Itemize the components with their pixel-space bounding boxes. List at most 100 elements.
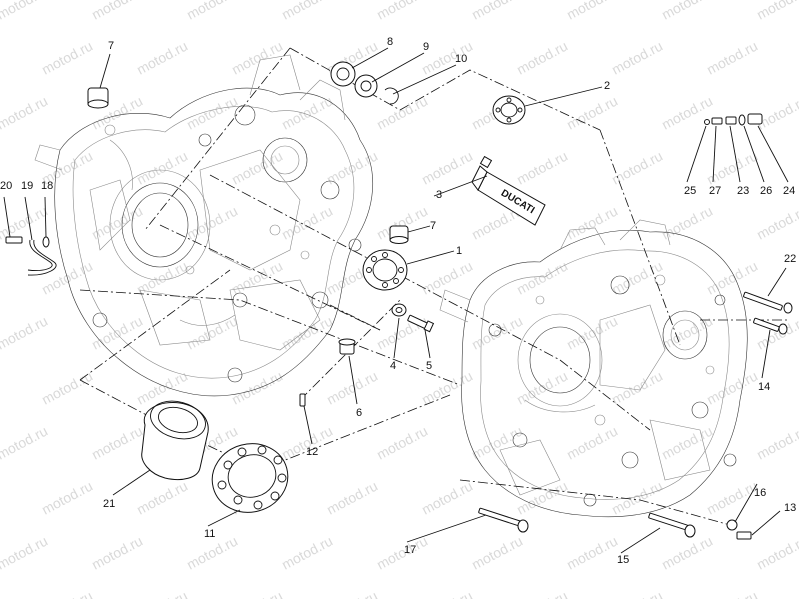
watermark-text: motod.ru	[564, 313, 620, 353]
watermark-text: motod.ru	[469, 423, 525, 463]
watermark-text: motod.ru	[324, 148, 380, 188]
left-crankcase-half	[34, 54, 374, 397]
bolt-17	[478, 507, 529, 533]
watermark-text: motod.ru	[609, 588, 665, 599]
leader-line	[393, 317, 400, 359]
watermark-text: motod.ru	[609, 148, 665, 188]
bushing-21	[141, 400, 209, 481]
leader-line	[620, 527, 661, 554]
watermark-text: motod.ru	[374, 533, 430, 573]
bearing-2	[492, 95, 526, 125]
leader-line	[112, 469, 151, 496]
leader-line	[99, 53, 111, 89]
watermark-text: motod.ru	[324, 478, 380, 518]
watermark-text: motod.ru	[564, 203, 620, 243]
callout-7a: 7	[108, 40, 114, 52]
watermark-text: motod.ru	[564, 0, 620, 23]
bearing-8	[330, 61, 356, 87]
watermark-text: motod.ru	[229, 38, 285, 78]
watermark-text: motod.ru	[39, 38, 95, 78]
watermark-text: motod.ru	[0, 533, 50, 573]
watermark-text: motod.ru	[374, 423, 430, 463]
watermark-text: motod.ru	[134, 258, 190, 298]
leader-line	[767, 267, 787, 297]
roller-bearing-11	[211, 443, 289, 513]
leader-line	[761, 329, 771, 379]
watermark-text: motod.ru	[514, 588, 570, 599]
watermark-text: motod.ru	[754, 423, 799, 463]
callout-12: 12	[306, 446, 318, 458]
watermark-text: motod.ru	[279, 93, 335, 133]
leader-line	[24, 196, 33, 241]
leader-line	[406, 514, 487, 543]
watermark-text: motod.ru	[754, 313, 799, 353]
watermark-text: motod.ru	[659, 93, 715, 133]
watermark-text: motod.ru	[704, 588, 760, 599]
watermark-text: motod.ru	[419, 148, 475, 188]
washer-4	[391, 303, 407, 317]
watermark-text: motod.ru	[659, 0, 715, 23]
watermark-text: motod.ru	[374, 313, 430, 353]
dowel-sleeve-upper	[87, 87, 109, 109]
watermark-text: motod.ru	[564, 93, 620, 133]
leader-line	[351, 47, 389, 69]
watermark-text: motod.ru	[514, 148, 570, 188]
bolt-15	[648, 512, 696, 538]
watermark-text: motod.ru	[469, 533, 525, 573]
watermark-text: motod.ru	[184, 203, 240, 243]
watermark-text: motod.ru	[469, 313, 525, 353]
watermark-text: motod.ru	[469, 0, 525, 23]
watermark-text: motod.ru	[704, 148, 760, 188]
watermark-text: motod.ru	[134, 478, 190, 518]
watermark-text: motod.ru	[0, 423, 50, 463]
callout-21: 21	[103, 498, 115, 510]
leader-line	[392, 64, 457, 95]
watermark-text: motod.ru	[704, 478, 760, 518]
breather-pipe-19	[27, 239, 57, 276]
watermark-text: motod.ru	[704, 38, 760, 78]
leader-line	[371, 52, 425, 83]
watermark-text: motod.ru	[39, 368, 95, 408]
leader-line	[712, 125, 717, 183]
watermark-text: motod.ru	[564, 423, 620, 463]
watermark-text: motod.ru	[0, 313, 50, 353]
plug-6	[338, 338, 356, 355]
leader-line	[743, 125, 765, 183]
watermark-text: motod.ru	[754, 203, 799, 243]
leader-line	[686, 125, 707, 183]
callout-4: 4	[390, 360, 396, 372]
bolt-5	[407, 314, 435, 333]
watermark-text: motod.ru	[704, 258, 760, 298]
bolt-20	[5, 236, 23, 244]
watermark-text: motod.ru	[184, 313, 240, 353]
watermark-text: motod.ru	[229, 588, 285, 599]
leader-line	[3, 196, 11, 238]
bolt-22	[743, 291, 793, 314]
washer-18	[42, 236, 50, 248]
callout-27: 27	[709, 185, 721, 197]
callout-11: 11	[204, 528, 215, 540]
watermark-text: motod.ru	[754, 93, 799, 133]
watermark-text: motod.ru	[39, 588, 95, 599]
watermark-text: motod.ru	[39, 478, 95, 518]
leader-line	[734, 483, 758, 523]
watermark-text: motod.ru	[134, 148, 190, 188]
leader-line	[207, 509, 241, 527]
watermark-text: motod.ru	[419, 368, 475, 408]
watermark-text: motod.ru	[134, 368, 190, 408]
callout-25: 25	[684, 185, 696, 197]
watermark-text: motod.ru	[419, 588, 475, 599]
bolt-13	[736, 531, 752, 540]
leader-line	[524, 86, 603, 107]
watermark-text: motod.ru	[419, 478, 475, 518]
watermark-text: motod.ru	[564, 533, 620, 573]
bolt-14	[753, 317, 788, 335]
watermark-text: motod.ru	[229, 368, 285, 408]
circlip-10	[384, 87, 399, 105]
callout-13: 13	[784, 502, 796, 514]
pin-12	[299, 393, 306, 407]
callout-18: 18	[41, 180, 53, 192]
watermark-text: motod.ru	[374, 0, 430, 23]
callout-16: 16	[754, 487, 766, 499]
